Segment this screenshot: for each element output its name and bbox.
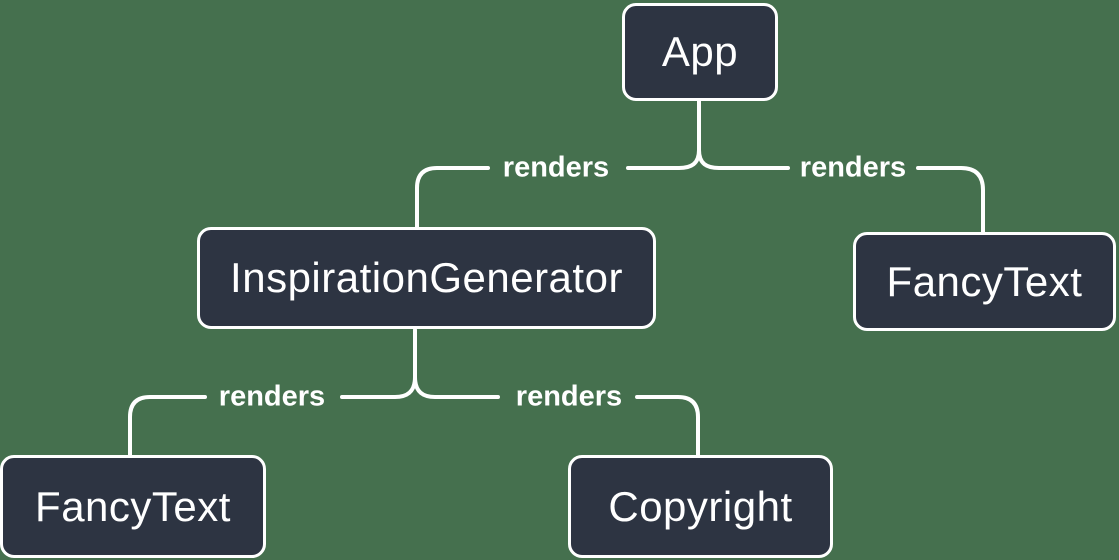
edge-label-ig-fancytext: renders [218, 380, 326, 413]
node-app: App [622, 3, 778, 101]
node-fancytext-top: FancyText [853, 232, 1116, 331]
edge-label-app-fancytext: renders [799, 151, 907, 184]
node-fancytext-bottom: FancyText [0, 455, 266, 558]
edge-ig-to-fancytext [340, 375, 417, 399]
edge-label-ig-copyright: renders [515, 380, 623, 413]
edge-into-inspirationgenerator [415, 166, 490, 229]
edge-into-fancytext-top [916, 166, 985, 234]
node-copyright: Copyright [568, 455, 833, 558]
edge-into-copyright [635, 395, 700, 457]
edge-app-to-inspirationgenerator [626, 148, 701, 170]
node-inspiration-generator: InspirationGenerator [197, 227, 656, 329]
edge-label-app-inspirationgenerator: renders [502, 151, 610, 184]
edge-app-to-fancytext [697, 148, 790, 170]
edge-into-fancytext-bottom [128, 395, 207, 457]
edge-ig-to-copyright [413, 375, 500, 399]
